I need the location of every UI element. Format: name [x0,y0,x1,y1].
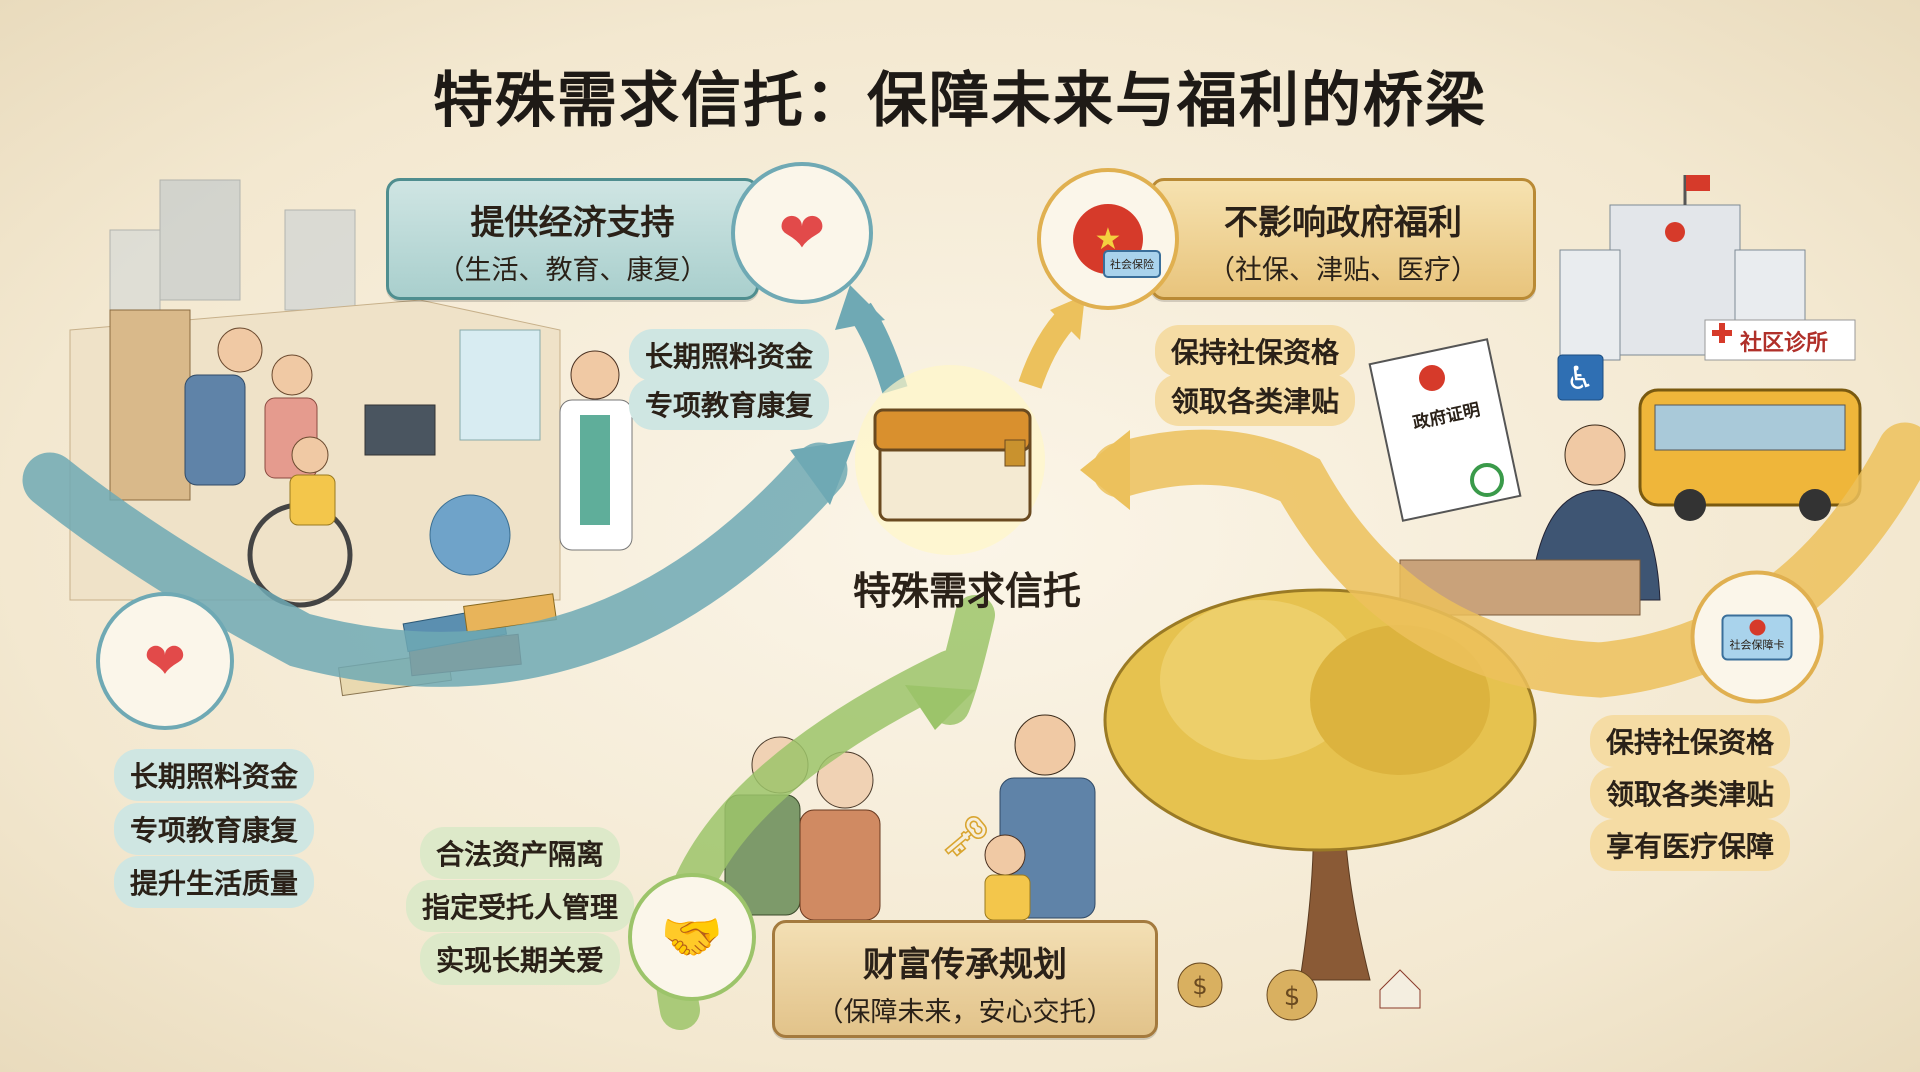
blue-arrow [22,442,848,687]
right-list-item: 保持社保资格 [1589,715,1791,767]
official-document [1368,338,1522,522]
living-room-scene [69,299,633,608]
financial-support-banner: 提供经济支持 （生活、教育、康复） [386,178,759,300]
gold-up-arrowhead [1050,295,1085,340]
financial-pill: 专项教育康复 [628,378,830,430]
government-benefits-sub: （社保、津贴、医疗） [1208,255,1478,286]
middle-list-item: 合法资产隔离 [419,827,621,879]
svg-text:♿: ♿ [1566,359,1595,397]
right-list-item: 领取各类津贴 [1589,767,1791,819]
wealth-sub: （保障未来，安心交托） [816,997,1114,1028]
svg-text:$: $ [1284,982,1301,1012]
gold-up-arrow [1018,306,1079,389]
national-emblem-icon: ★ 社会保险 [1037,168,1179,310]
left-list-item: 长期照料资金 [113,749,315,801]
svg-text:$: $ [1192,972,1207,1000]
right-list-item: 享有医疗保障 [1589,819,1791,871]
financial-pill: 长期照料资金 [628,329,830,381]
left-list-item: 专项教育康复 [113,803,315,855]
clinic-sign: 社区诊所 [1740,331,1829,356]
city-buildings [109,179,356,311]
wealth-heading: 财富传承规划 [863,945,1067,985]
blue-up-arrowhead [835,285,885,330]
handshake-icon: 🤝 [628,873,756,1001]
social-security-card: 社会保障卡 [1721,614,1793,660]
benefit-pill: 领取各类津贴 [1154,374,1356,426]
financial-support-sub: （生活、教育、康复） [437,255,708,286]
bus [1638,388,1862,521]
gold-arrowhead [1080,430,1130,510]
social-insurance-card: 社会保险 [1103,250,1161,278]
government-building: ♿ [1557,175,1856,401]
financial-support-heading: 提供经济支持 [470,203,675,243]
center-label: 特殊需求信托 [852,569,1081,613]
page-title: 特殊需求信托：保障未来与福利的桥梁 [433,66,1487,136]
golden-tree: $ $ [1103,588,1537,1021]
heart-hand-icon: ❤ [96,592,234,730]
card-label: 社会保障卡 [1729,638,1785,651]
middle-list-item: 实现长期关爱 [419,933,621,985]
blue-arrowhead [790,440,855,505]
government-benefits-banner: 不影响政府福利 （社保、津贴、医疗） [1150,178,1536,300]
middle-list-item: 指定受托人管理 [405,880,635,932]
green-arrowhead [905,685,975,730]
benefit-pill: 保持社保资格 [1154,325,1356,377]
svg-text:🗝: 🗝 [940,814,991,860]
heart-hand-icon: ❤ [731,162,873,304]
government-benefits-heading: 不影响政府福利 [1224,203,1462,243]
family-scene: 🗝 [724,714,1096,921]
social-security-card-icon: 社会保障卡 [1690,570,1824,704]
left-list-item: 提升生活质量 [113,856,315,908]
book-icon [855,365,1045,555]
wealth-banner: 财富传承规划 （保障未来，安心交托） [772,920,1158,1038]
